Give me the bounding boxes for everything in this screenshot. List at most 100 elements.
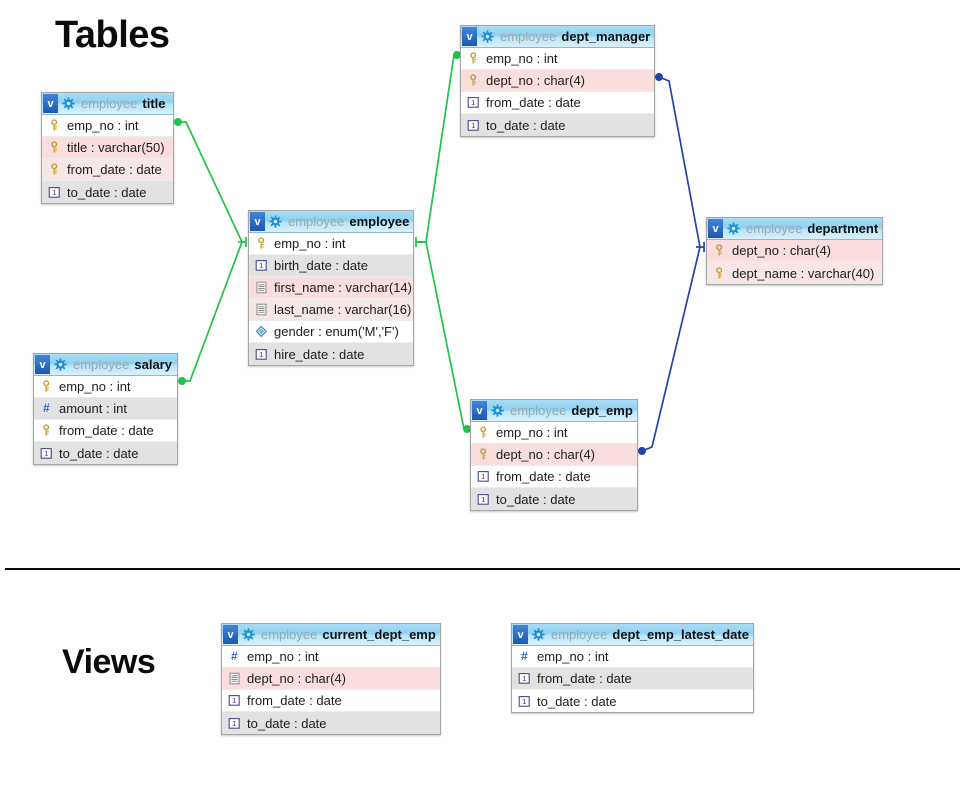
column-label: first_name : varchar(14) [274,280,412,295]
calendar-icon: 1 [477,493,489,505]
view-badge-icon: v [462,27,477,46]
svg-text:1: 1 [232,696,236,705]
entity-schema-label: employee [746,221,803,236]
column-label: from_date : date [537,671,632,686]
entity-schema-label: employee [81,96,138,111]
column-row[interactable]: title : varchar(50) [42,137,173,159]
column-label: dept_name : varchar(40) [732,265,875,281]
gear-icon [532,628,545,641]
column-row[interactable]: from_date : date [42,159,173,181]
column-label: emp_no : int [59,379,131,394]
column-label: to_date : date [247,715,327,731]
calendar-icon: 1 [255,348,267,360]
gear-icon [242,628,255,641]
column-row[interactable]: dept_no : char(4) [461,70,654,92]
svg-text:1: 1 [44,449,48,458]
hash-icon: # [521,650,528,663]
gear-icon [269,215,282,228]
gear-icon [62,97,75,110]
column-row[interactable]: dept_no : char(4) [707,240,882,262]
entity-name-label: dept_emp_latest_date [612,627,749,642]
column-row[interactable]: dept_no : char(4) [222,668,440,690]
column-label: emp_no : int [274,236,346,251]
column-row[interactable]: dept_no : char(4) [471,444,637,466]
column-row[interactable]: # emp_no : int [512,646,753,668]
column-row[interactable]: from_date : date [34,420,177,442]
column-row[interactable]: #emp_no : int [222,646,440,668]
column-label: emp_no : int [537,649,609,664]
svg-text:1: 1 [259,350,263,359]
column-label: dept_no : char(4) [496,447,596,462]
entity-schema-label: employee [551,627,608,642]
section-title-views: Views [62,643,156,681]
column-row[interactable]: emp_no : int [471,422,637,444]
key-icon [480,426,487,438]
column-label: emp_no : int [486,51,558,66]
column-row[interactable]: 1 to_date : date [471,488,637,510]
column-label: to_date : date [486,117,566,133]
view-badge-icon: v [708,219,723,238]
column-label: from_date : date [486,95,581,110]
calendar-icon: 1 [48,186,60,198]
key-icon [43,380,50,392]
column-label: from_date : date [496,469,591,484]
column-label: to_date : date [496,491,576,507]
column-row[interactable]: first_name : varchar(14) [249,277,413,299]
key-icon [470,74,477,86]
text-icon [256,281,267,294]
column-row[interactable]: dept_name : varchar(40) [707,262,882,284]
calendar-icon: 1 [255,260,267,271]
column-row[interactable]: emp_no : int [34,376,177,398]
column-row[interactable]: emp_no : int [42,115,173,137]
key-icon [470,52,477,64]
enum-icon [255,325,268,338]
column-label: last_name : varchar(16) [274,302,412,317]
column-row[interactable]: 1 to_date : date [34,442,177,464]
calendar-icon: 1 [228,695,240,706]
column-row[interactable]: gender : enum('M','F') [249,321,413,343]
column-label: to_date : date [59,445,139,461]
column-label: dept_no : char(4) [247,671,347,686]
view-badge-icon: v [43,94,58,113]
column-row[interactable]: last_name : varchar(16) [249,299,413,321]
column-row[interactable]: emp_no : int [249,233,413,255]
svg-text:1: 1 [52,188,56,197]
entity-name-label: employee [349,214,410,229]
calendar-icon: 1 [518,673,530,684]
entity-name-label: dept_emp [571,403,633,418]
svg-text:1: 1 [471,121,475,130]
gear-icon [491,404,504,417]
column-row[interactable]: emp_no : int [461,48,654,70]
section-divider [5,568,960,570]
key-icon [716,266,723,279]
svg-text:1: 1 [522,674,526,683]
column-row[interactable]: 1 to_date : date [461,114,654,136]
column-row[interactable]: #amount : int [34,398,177,420]
column-row[interactable]: 1 from_date : date [512,668,753,690]
calendar-icon: 1 [467,119,479,131]
